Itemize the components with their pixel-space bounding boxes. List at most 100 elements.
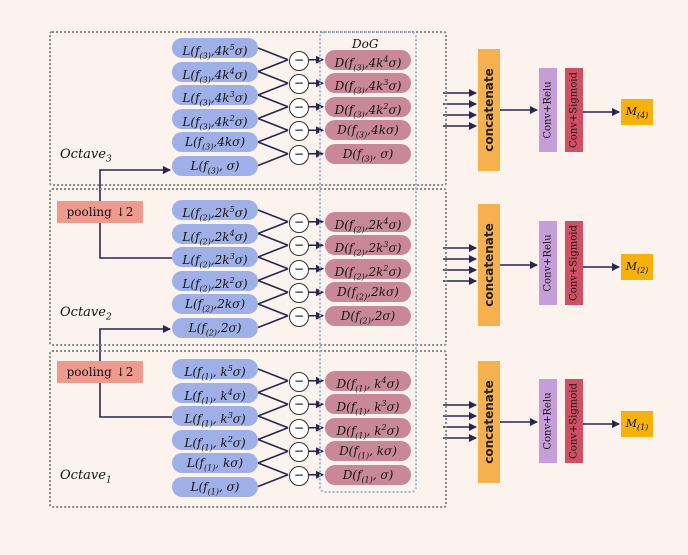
term-prefix: L(f bbox=[182, 206, 200, 220]
term-end: σ) bbox=[386, 376, 400, 391]
dog-box: D(f(3),4k4σ) bbox=[325, 49, 411, 73]
edge-to-subtract bbox=[257, 315, 289, 329]
term-mid: , σ) bbox=[372, 146, 394, 161]
term-superscript: 2 bbox=[229, 275, 235, 285]
output-index: (1) bbox=[636, 423, 649, 433]
minus-sign: − bbox=[293, 285, 305, 300]
term-prefix: L(f bbox=[184, 297, 203, 311]
term-prefix: D(f bbox=[342, 146, 362, 161]
term-prefix: D(f bbox=[336, 423, 356, 438]
subtract-node: − bbox=[289, 418, 309, 439]
output-name: M bbox=[625, 260, 637, 273]
term-subscript: (2) bbox=[199, 213, 211, 223]
term-mid: , k bbox=[366, 376, 382, 391]
term-prefix: D(f bbox=[337, 285, 356, 300]
dog-box: D(f(1), k3σ) bbox=[325, 394, 411, 417]
gaussian-box: L(f(3),4k5σ) bbox=[172, 38, 258, 61]
minus-sign: − bbox=[293, 373, 305, 388]
term-superscript: 2 bbox=[383, 101, 389, 111]
term-end: σ) bbox=[388, 264, 402, 279]
term-end: σ) bbox=[232, 388, 246, 403]
edge-to-subtract bbox=[257, 82, 289, 96]
edge-to-subtract bbox=[257, 47, 289, 61]
minus-sign: − bbox=[293, 214, 305, 229]
term-prefix: D(f bbox=[339, 444, 358, 459]
term-subscript: (3) bbox=[353, 63, 365, 73]
minus-sign: − bbox=[293, 99, 305, 114]
term-superscript: 3 bbox=[229, 90, 235, 99]
output-index: (4) bbox=[636, 111, 649, 121]
term-mid: ,2k bbox=[364, 241, 384, 256]
term-prefix: L(f bbox=[182, 276, 200, 291]
term-mid: , σ) bbox=[218, 158, 240, 173]
pool-to-octave3 bbox=[99, 166, 171, 201]
term-subscript: (1) bbox=[207, 486, 219, 496]
edge-to-subtract bbox=[257, 462, 289, 476]
concatenate-block: concatenate bbox=[478, 361, 500, 483]
edge-to-subtract bbox=[257, 368, 289, 382]
edge-to-subtract bbox=[257, 391, 289, 405]
concatenate-block: concatenate bbox=[478, 204, 500, 326]
edge-to-subtract bbox=[257, 221, 289, 235]
term-mid: , k bbox=[212, 435, 228, 450]
dog-box: D(f(2),2k2σ) bbox=[325, 258, 411, 281]
term-mid: , k bbox=[366, 400, 382, 415]
octave2-to-pool bbox=[99, 223, 172, 259]
octave-label: Octave3 bbox=[60, 147, 112, 165]
gaussian-box: L(f(1), k3σ) bbox=[172, 406, 258, 428]
edge-to-subtract bbox=[257, 291, 289, 305]
output-map: M(1) bbox=[621, 411, 653, 437]
term-superscript: 3 bbox=[383, 78, 389, 88]
term-end: σ) bbox=[386, 400, 400, 415]
dog-box: D(f(2),2kσ) bbox=[325, 282, 411, 303]
term-subscript: (2) bbox=[199, 260, 211, 270]
term-mid: , k bbox=[212, 388, 228, 403]
minus-sign: − bbox=[293, 52, 305, 67]
term-prefix: L(f bbox=[186, 456, 204, 470]
term-superscript: 5 bbox=[229, 43, 235, 52]
term-mid: ,4k bbox=[210, 114, 230, 129]
dog-box: D(f(3),4k2σ) bbox=[325, 96, 411, 119]
term-prefix: D(f bbox=[334, 217, 354, 232]
term-prefix: L(f bbox=[182, 229, 200, 244]
term-subscript: (2) bbox=[355, 292, 368, 302]
edge-to-subtract bbox=[257, 70, 289, 84]
output-name: M bbox=[625, 417, 637, 430]
term-end: σ) bbox=[234, 206, 248, 220]
gaussian-box: L(f(2),2kσ) bbox=[172, 294, 258, 314]
conv-sigmoid-block: Conv+Sigmoid bbox=[565, 379, 583, 463]
term-superscript: 2 bbox=[381, 422, 387, 432]
concatenate-label: concatenate bbox=[482, 380, 496, 464]
concatenate-block: concatenate bbox=[478, 49, 500, 171]
subtract-node: − bbox=[289, 283, 309, 304]
term-end: σ) bbox=[234, 114, 248, 129]
term-end: σ) bbox=[232, 435, 246, 450]
minus-sign: − bbox=[293, 238, 305, 253]
term-end: σ) bbox=[388, 241, 402, 256]
dog-box: D(f(1), k4σ) bbox=[325, 370, 411, 393]
dog-label: DoG bbox=[352, 37, 378, 51]
term-prefix: L(f bbox=[182, 44, 200, 58]
edge-to-subtract bbox=[257, 474, 289, 488]
edge-to-subtract bbox=[257, 427, 289, 441]
subtract-node: − bbox=[289, 395, 309, 416]
term-prefix: D(f bbox=[334, 55, 354, 70]
term-superscript: 4 bbox=[227, 387, 233, 397]
term-subscript: (2) bbox=[353, 248, 365, 258]
term-subscript: (2) bbox=[205, 327, 218, 337]
minus-sign: − bbox=[293, 146, 305, 161]
term-superscript: 4 bbox=[229, 66, 235, 76]
term-subscript: (3) bbox=[207, 165, 219, 175]
subtract-node: − bbox=[289, 97, 309, 118]
term-mid: ,2k bbox=[210, 253, 230, 267]
term-prefix: L(f bbox=[182, 114, 200, 129]
term-subscript: (3) bbox=[199, 51, 211, 61]
pooling-block: pooling ↓2 bbox=[57, 361, 143, 383]
term-superscript: 2 bbox=[227, 434, 233, 444]
term-mid: ,4kσ) bbox=[213, 135, 246, 149]
term-end: σ) bbox=[388, 55, 402, 70]
term-end: σ) bbox=[234, 91, 248, 105]
gaussian-box: L(f(2),2k3σ) bbox=[172, 247, 258, 270]
term-end: σ) bbox=[234, 229, 248, 244]
pooling-label: pooling ↓2 bbox=[66, 205, 134, 219]
